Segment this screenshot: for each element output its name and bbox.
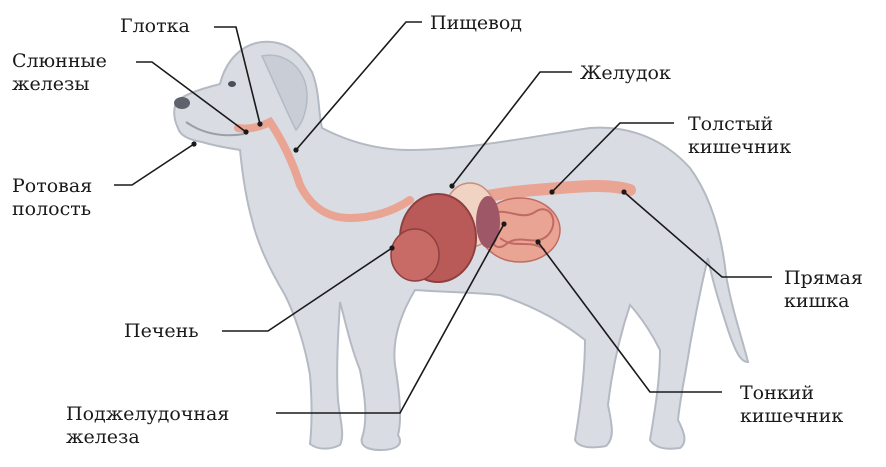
pancreas-organ <box>476 196 500 248</box>
label-esophagus: Пищевод <box>430 12 522 35</box>
dot-rectum <box>621 189 626 194</box>
dot-esophagus <box>293 147 298 152</box>
label-rectum: Прямая кишка <box>784 267 863 313</box>
dot-pharynx <box>257 121 262 126</box>
label-salivary-glands: Слюнные железы <box>12 50 107 96</box>
dot-mouth <box>191 141 196 146</box>
dog-nose <box>174 97 190 109</box>
dot-small-intestine <box>535 239 540 244</box>
dot-pancreas <box>501 221 506 226</box>
label-small-intestine: Тонкий кишечник <box>740 382 843 428</box>
label-oral-cavity: Ротовая полость <box>12 175 92 221</box>
leader-mouth <box>114 144 194 185</box>
dot-salivary <box>243 129 248 134</box>
label-pharynx: Глотка <box>120 15 190 38</box>
label-pancreas: Поджелудочная железа <box>66 403 229 449</box>
label-large-intestine: Толстый кишечник <box>688 113 791 159</box>
dot-large-intestine <box>549 189 554 194</box>
dot-stomach <box>449 183 454 188</box>
dog-eye <box>228 81 236 87</box>
label-stomach: Желудок <box>580 62 671 85</box>
dot-liver <box>389 245 394 250</box>
label-liver: Печень <box>124 320 199 343</box>
